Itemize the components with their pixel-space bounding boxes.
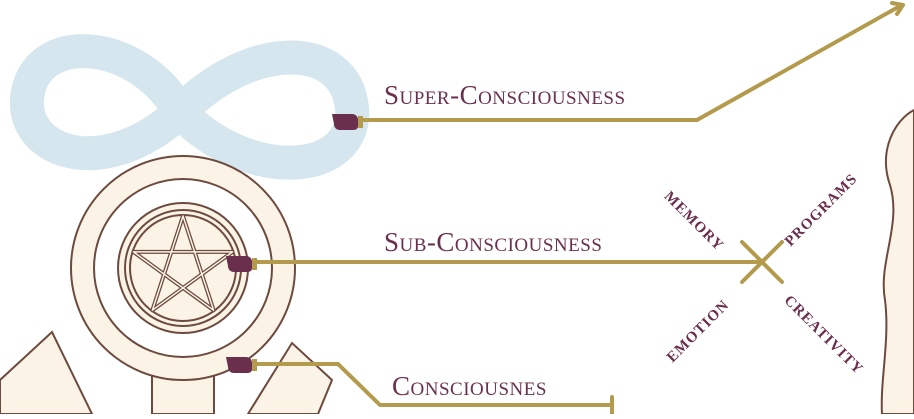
right-panel-shape (882, 110, 914, 414)
pointing-hand-icon (226, 357, 257, 373)
super-consciousness-label: Super-Consciousness (384, 80, 626, 111)
sub-consciousness-label: Sub-Consciousness (384, 227, 602, 258)
pointing-hand-icon (226, 256, 257, 272)
consciousness-label: Consciousnes (392, 371, 547, 402)
pointing-hand-icon (332, 114, 363, 130)
human-figure (0, 156, 332, 414)
infinity-symbol (27, 51, 352, 163)
